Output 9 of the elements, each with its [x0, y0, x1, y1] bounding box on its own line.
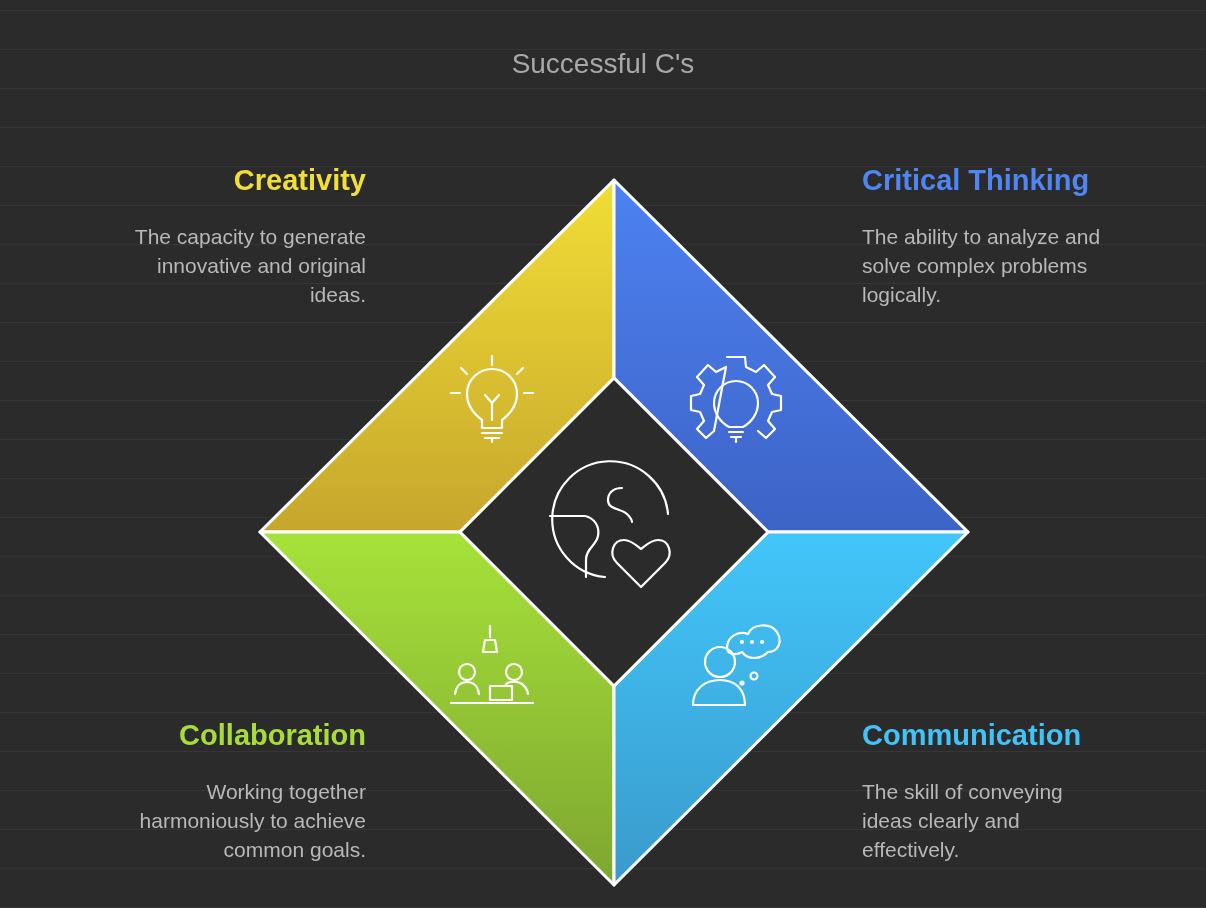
skill-heading: Creativity	[232, 163, 366, 198]
skill-description: The ability to analyze and solve complex problems logically.	[862, 224, 1102, 308]
skill-heading: Collaboration	[178, 718, 366, 753]
skill-heading: Critical Thinking	[862, 163, 1091, 198]
skill-description: The skill of conveying ideas clearly and effectively.	[862, 779, 1064, 863]
skill-description: The capacity to generate innovative and original ideas.	[133, 224, 366, 308]
skill-heading: Communication	[862, 718, 1083, 753]
skill-description: Working together harmoniously to achieve common goals.	[138, 779, 366, 863]
diagram-title: Successful C's	[510, 48, 696, 80]
